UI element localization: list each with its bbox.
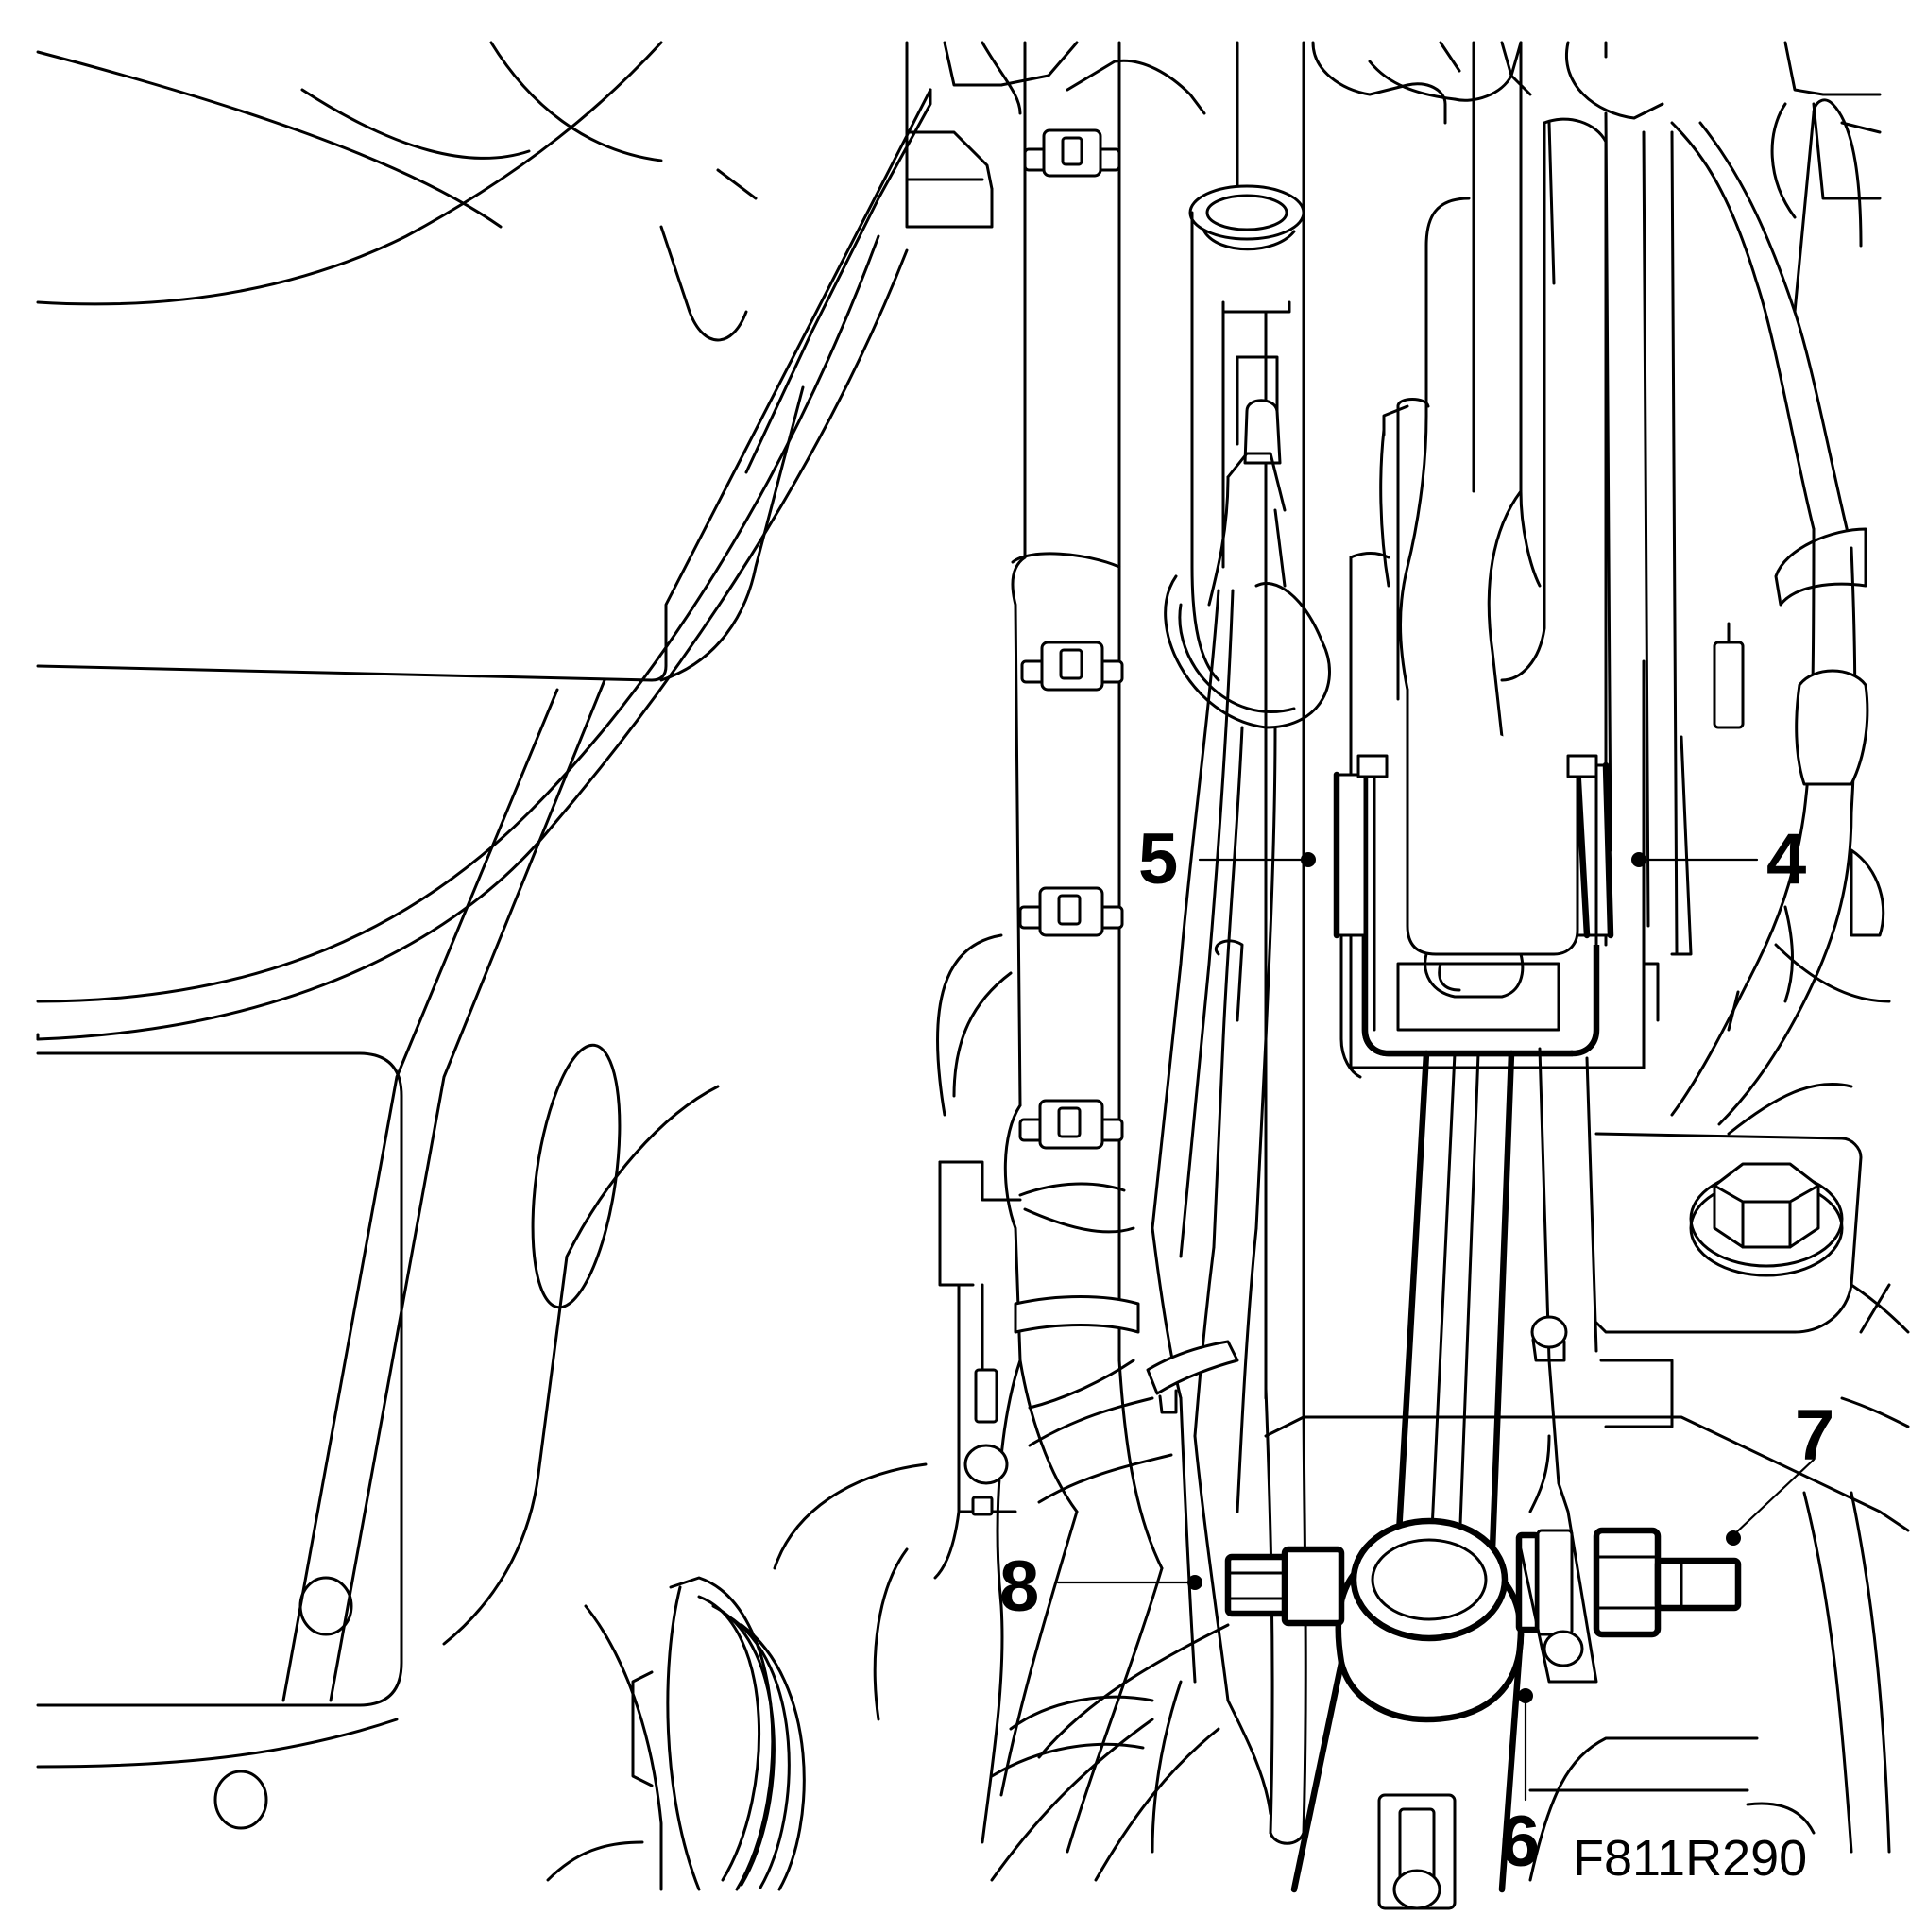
upper-brackets bbox=[905, 41, 1882, 229]
pivot-plate bbox=[1519, 1047, 1598, 1684]
left-hose-with-clips bbox=[981, 41, 1173, 1854]
callout-6-dot bbox=[1518, 1688, 1533, 1703]
housing-panel bbox=[36, 41, 932, 1891]
callout-7: 7 bbox=[1726, 1395, 1834, 1546]
bolt-left bbox=[1224, 1546, 1345, 1627]
callout-5-label: 5 bbox=[1138, 819, 1178, 899]
callout-4-label: 4 bbox=[1766, 819, 1806, 899]
side-bracket-plate bbox=[933, 933, 1022, 1580]
callout-5: 5 bbox=[1138, 819, 1316, 899]
callout-group: 5 4 8 7 6 bbox=[999, 819, 1834, 1882]
shift-yoke bbox=[1333, 699, 1614, 1057]
wiring-bundle bbox=[1146, 589, 1277, 1854]
hose-clip-1 bbox=[1023, 128, 1121, 178]
hose-clip-2 bbox=[1020, 641, 1124, 692]
callout-5-dot bbox=[1301, 852, 1316, 867]
callout-6: 6 bbox=[1500, 1688, 1540, 1882]
right-bracket-bolt bbox=[1594, 1132, 1910, 1428]
right-cables bbox=[1670, 98, 1891, 1136]
callout-8-dot bbox=[1187, 1575, 1202, 1590]
callout-7-dot bbox=[1726, 1530, 1741, 1546]
hose-clip-4 bbox=[1018, 1099, 1124, 1150]
lower-background bbox=[990, 1415, 1910, 1882]
callout-7-label: 7 bbox=[1795, 1395, 1834, 1476]
hose-clip-3 bbox=[1018, 886, 1124, 937]
callout-4-dot bbox=[1631, 852, 1646, 867]
shift-rod-lower bbox=[1290, 1050, 1525, 1910]
callout-6-label: 6 bbox=[1500, 1802, 1540, 1882]
callout-4: 4 bbox=[1631, 819, 1806, 899]
ribbed-pulley bbox=[631, 1576, 806, 1891]
callout-8: 8 bbox=[999, 1547, 1202, 1627]
bolt-right bbox=[1515, 1527, 1742, 1638]
callout-8-label: 8 bbox=[999, 1547, 1039, 1627]
figure-id: F811R290 bbox=[1573, 1830, 1807, 1887]
